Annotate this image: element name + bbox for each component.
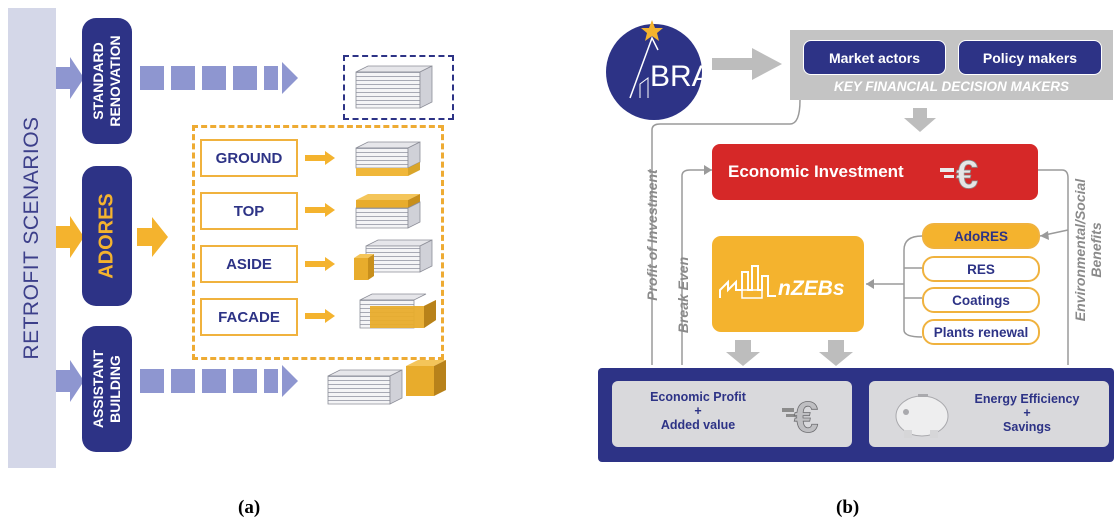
nzeb-down-arrow-2 bbox=[819, 340, 853, 366]
policy-makers-pill: Policy makers bbox=[958, 40, 1102, 75]
economic-profit-box bbox=[612, 381, 852, 447]
level-arrows bbox=[305, 151, 335, 323]
energy-efficiency-text: Energy Efficiency + Savings bbox=[974, 392, 1080, 434]
arrow-adores-out bbox=[137, 217, 168, 257]
economic-profit-text: Economic Profit + Added value bbox=[650, 390, 746, 432]
standard-renovation-frame bbox=[343, 55, 454, 120]
standard-renovation-button[interactable]: STANDARD RENOVATION bbox=[82, 18, 132, 144]
aside-building-icon bbox=[354, 239, 433, 280]
factory-skyline-icon bbox=[719, 265, 776, 299]
standard-renovation-trail bbox=[140, 62, 298, 94]
facade-building-icon bbox=[359, 293, 436, 329]
abra-logo-icon: BRA bbox=[606, 20, 712, 120]
arrow-to-standard bbox=[56, 57, 84, 99]
panel-a-arrows bbox=[56, 57, 446, 405]
nzeb-down-arrow-1 bbox=[726, 340, 760, 366]
level-aside-box: ASIDE bbox=[200, 245, 298, 283]
environmental-line bbox=[1038, 169, 1069, 365]
level-top-box: TOP bbox=[200, 192, 298, 230]
top-building-icon bbox=[355, 194, 421, 229]
break-even-line bbox=[681, 169, 712, 365]
svg-text:€: € bbox=[794, 393, 818, 442]
assistant-building-trail bbox=[140, 365, 298, 397]
environmental-social-benefits-label: Environmental/Social Benefits bbox=[1072, 178, 1104, 322]
logo-text: BRA bbox=[650, 60, 712, 93]
standard-building-icon bbox=[355, 65, 433, 109]
assistant-building-icon bbox=[327, 360, 446, 405]
euro-coin-icon: € bbox=[782, 393, 819, 442]
ground-building-icon bbox=[355, 141, 421, 176]
level-facade-box: FACADE bbox=[200, 298, 298, 336]
arrow-to-assistant bbox=[56, 360, 84, 402]
option-plants-renewal: Plants renewal bbox=[922, 319, 1040, 345]
nzebs-label: nZEBs bbox=[778, 277, 845, 300]
caption-a: (a) bbox=[238, 497, 261, 518]
economic-investment-label: Economic Investment bbox=[728, 162, 904, 181]
profit-line bbox=[651, 99, 801, 365]
level-ground-box: GROUND bbox=[200, 139, 298, 177]
piggy-bank-icon bbox=[895, 394, 949, 438]
panel-b-connectors bbox=[651, 48, 1069, 366]
decision-to-investment-arrow bbox=[904, 108, 936, 132]
nzebs-box bbox=[712, 236, 864, 332]
adores-options-frame bbox=[192, 125, 444, 360]
option-adores: AdoRES bbox=[922, 223, 1040, 249]
adores-button[interactable]: ADORES bbox=[82, 166, 132, 306]
break-even-label: Break Even bbox=[675, 256, 691, 334]
market-actors-pill: Market actors bbox=[803, 40, 946, 75]
assistant-building-button[interactable]: ASSISTANT BUILDING bbox=[82, 326, 132, 452]
caption-b: (b) bbox=[836, 497, 860, 518]
profit-of-investment-label: Profit of Investment bbox=[644, 169, 660, 301]
option-coatings: Coatings bbox=[922, 287, 1040, 313]
retrofit-scenarios-bar bbox=[8, 8, 56, 468]
arrow-to-adores bbox=[56, 216, 84, 258]
svg-text:€: € bbox=[956, 153, 978, 196]
option-res: RES bbox=[922, 256, 1040, 282]
key-decision-makers-label: KEY FINANCIAL DECISION MAKERS bbox=[833, 79, 1070, 94]
logo-to-decision-arrow bbox=[712, 48, 782, 80]
euro-icon: € bbox=[940, 153, 979, 196]
economic-investment-box bbox=[712, 144, 1038, 200]
